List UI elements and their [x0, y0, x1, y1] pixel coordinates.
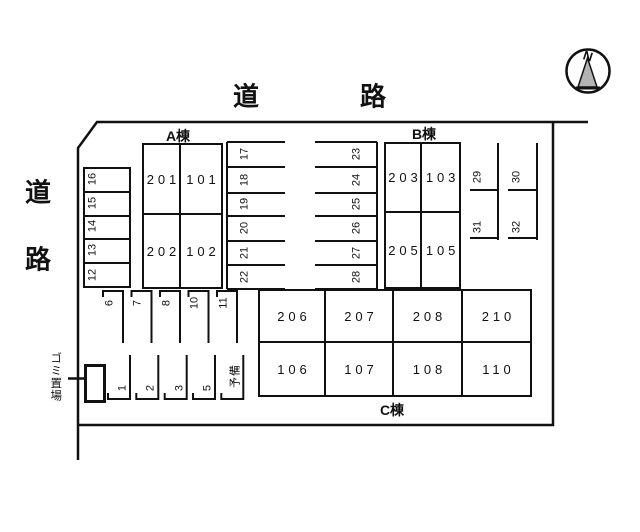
- room-208: 208: [394, 291, 463, 343]
- parking-stall-label-16: 16: [86, 172, 99, 186]
- garbage-box: [84, 364, 106, 403]
- parking-stall-label-32: 32: [510, 220, 523, 234]
- parking-stall-label-7: 7: [131, 299, 144, 307]
- parking-stall-label-22: 22: [238, 270, 251, 284]
- parking-stall-label-12: 12: [86, 268, 99, 282]
- parking-stall-label-23: 23: [350, 147, 363, 161]
- parking-stall-label-21: 21: [238, 246, 251, 260]
- road-label-left-1: 道: [24, 177, 52, 208]
- room-110: 110: [482, 361, 515, 377]
- parking-stall-label-25: 25: [350, 197, 363, 211]
- parking-stall-label-spare: 予備: [229, 364, 242, 388]
- building-a-label: A棟: [165, 128, 191, 144]
- room-206: 206: [260, 291, 326, 343]
- parking-stall-label-6: 6: [103, 299, 116, 307]
- parking-stall-label-5: 5: [201, 384, 214, 392]
- room-203: 203: [386, 144, 422, 213]
- parking-stall-label-30: 30: [510, 170, 523, 184]
- parking-stall-label-13: 13: [86, 243, 99, 257]
- room-106: 106: [260, 343, 326, 395]
- room-103: 103: [422, 144, 460, 213]
- road-label-top-2: 路: [359, 81, 387, 112]
- parking-south-upper-lines: [102, 290, 238, 343]
- parking-stall-label-18: 18: [238, 173, 251, 187]
- parking-mid-right-lines: [315, 141, 378, 290]
- room-205: 205: [386, 213, 422, 287]
- room-105: 105: [425, 242, 460, 258]
- parking-stall-label-2: 2: [144, 384, 157, 392]
- room-210: 210: [463, 291, 530, 343]
- room-108: 108: [394, 343, 463, 395]
- parking-stall-label-8: 8: [160, 299, 173, 307]
- parking-stall-14-box: [85, 217, 129, 241]
- parking-east-lines: [470, 143, 538, 240]
- parking-stall-label-17: 17: [238, 147, 251, 161]
- room-107: 107: [326, 343, 394, 395]
- parking-stall-label-24: 24: [350, 173, 363, 187]
- parking-stall-label-19: 19: [238, 197, 251, 211]
- parking-west-column: [83, 167, 131, 288]
- parking-stall-label-28: 28: [350, 270, 363, 284]
- site-boundary: [76, 120, 588, 460]
- parking-stall-13-box: [85, 240, 129, 265]
- parking-stall-label-15: 15: [86, 196, 99, 210]
- building-c-label: C棟: [379, 402, 405, 418]
- road-label-left-2: 路: [24, 244, 52, 275]
- parking-mid-left-lines: [226, 141, 285, 290]
- parking-stall-15-box: [85, 193, 129, 217]
- garbage-label: ゴミ置場: [49, 352, 62, 402]
- north-arrow-icon: [565, 48, 611, 94]
- parking-stall-label-10: 10: [188, 296, 201, 310]
- parking-stall-label-29: 29: [471, 170, 484, 184]
- parking-stall-label-14: 14: [86, 219, 99, 233]
- room-102: 102: [186, 243, 220, 259]
- room-201: 201: [144, 145, 181, 215]
- parking-stall-label-3: 3: [173, 384, 186, 392]
- building-a: 201 101 202 102: [142, 143, 223, 289]
- building-c: 206 207 208 210 106 107 108 110: [258, 289, 532, 397]
- parking-stall-label-11: 11: [217, 297, 230, 309]
- parking-south-lower-lines: [107, 355, 245, 400]
- parking-stall-label-1: 1: [116, 384, 129, 392]
- room-101: 101: [181, 145, 221, 215]
- parking-stall-label-27: 27: [350, 246, 363, 260]
- road-label-top-1: 道: [232, 81, 260, 112]
- building-b: 203 103 205 105: [384, 142, 461, 289]
- parking-stall-label-31: 31: [471, 220, 484, 234]
- room-202: 202: [144, 215, 181, 287]
- room-207: 207: [326, 291, 394, 343]
- building-b-label: B棟: [411, 126, 437, 142]
- parking-stall-label-20: 20: [238, 221, 251, 235]
- parking-stall-label-26: 26: [350, 221, 363, 235]
- parking-stall-16-box: [85, 169, 129, 193]
